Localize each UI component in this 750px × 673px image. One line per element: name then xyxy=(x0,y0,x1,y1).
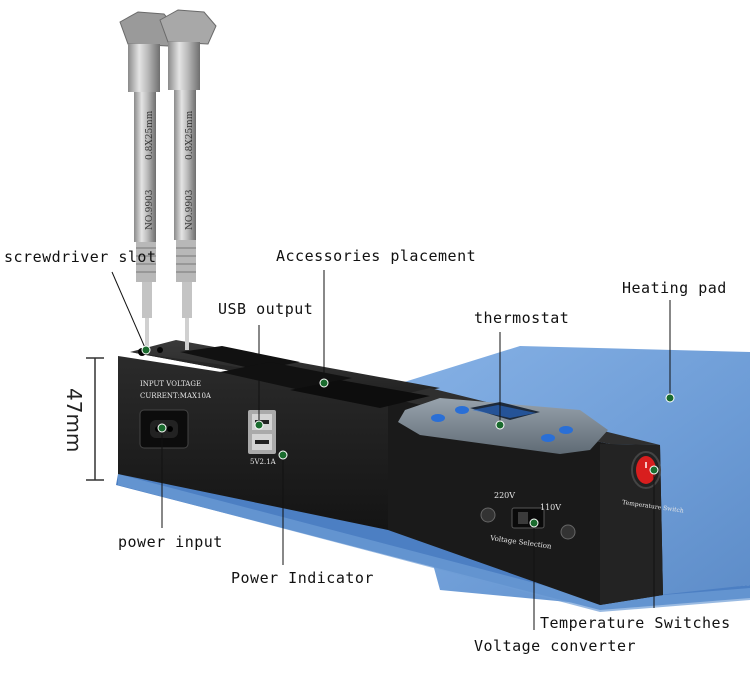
usb-rating-print: 5V2.1A xyxy=(250,458,277,466)
callout-dot xyxy=(665,393,675,403)
height-dimension-label: 47mm xyxy=(62,388,86,453)
callout-thermostat: thermostat xyxy=(474,309,570,327)
thermostat-button-icon xyxy=(541,434,555,442)
callout-screwdriver-slot: screwdriver slot xyxy=(4,248,157,266)
usb-ports xyxy=(248,410,276,454)
callout-power-input: power input xyxy=(118,533,223,551)
screwdriver-size-print: 0.8X25mm xyxy=(145,110,155,160)
temperature-switch xyxy=(631,451,661,489)
current-print: CURRENT:MAX10A xyxy=(140,392,212,400)
callout-dot xyxy=(157,423,167,433)
callout-voltage-converter: Voltage converter xyxy=(474,637,637,655)
screwdriver xyxy=(159,9,217,350)
screwdriver-model-print: NO.9903 xyxy=(185,189,195,230)
thermostat-button-icon xyxy=(431,414,445,422)
screwdriver-size-print: 0.8X25mm xyxy=(185,110,195,160)
thermostat-button-icon xyxy=(559,426,573,434)
callout-accessories-placement: Accessories placement xyxy=(276,247,477,265)
callout-usb-output: USB output xyxy=(218,300,314,318)
callout-power-indicator: Power Indicator xyxy=(231,569,374,587)
v220-print: 220V xyxy=(494,491,515,500)
callout-dot xyxy=(529,518,539,528)
callout-temperature-switches: Temperature Switches xyxy=(540,614,731,632)
callout-dot xyxy=(254,420,264,430)
callout-heating-pad: Heating pad xyxy=(622,279,727,297)
screwdriver-model-print: NO.9903 xyxy=(145,189,155,230)
dimension-bracket xyxy=(86,357,104,481)
input-voltage-print: INPUT VOLTAGE xyxy=(140,380,201,388)
callout-dot xyxy=(319,378,329,388)
thermostat-button-icon xyxy=(455,406,469,414)
callout-dot xyxy=(495,420,505,430)
callout-leaders xyxy=(111,270,671,630)
callout-dots xyxy=(141,345,675,528)
screwdriver xyxy=(119,11,177,352)
callout-dot xyxy=(649,465,659,475)
callout-dot xyxy=(141,345,151,355)
callout-dot xyxy=(278,450,288,460)
v110-print: 110V xyxy=(540,503,561,512)
